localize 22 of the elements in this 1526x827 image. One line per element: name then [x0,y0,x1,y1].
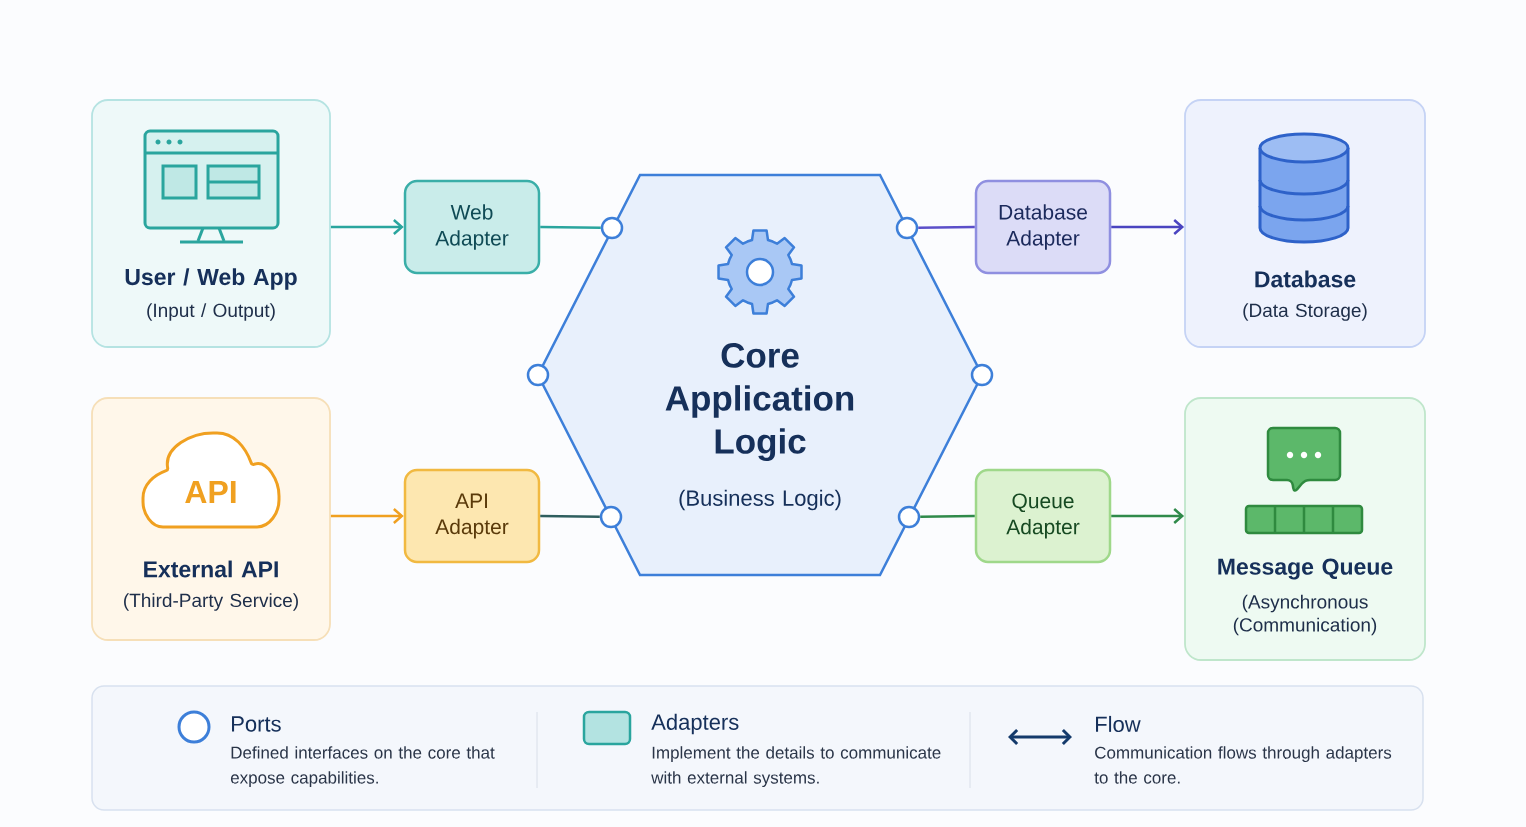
port-circle [526,363,550,387]
queue-box: Message Queue (Asynchronous (Communication) [1184,397,1426,661]
external-service-box: API External API (Third-Party Service) [91,397,331,641]
adapter-box: Web Adapter [403,179,541,275]
adapter-box: Database Adapter [974,179,1112,275]
port-circle [970,363,994,387]
legend-title: Ports [232,716,281,732]
core-hexagon: Core Application Logic (Business Logic) [536,173,984,577]
client-box: User / Web App (Input / Output) [91,99,331,348]
port-circle [600,216,624,240]
arrow [1111,508,1185,524]
adapter-box: Queue Adapter [974,468,1112,564]
arrow [330,219,404,235]
legend-title: Flow [1096,715,1141,733]
arrow [1111,219,1185,235]
legend-description: Defined interfaces on the core that expose capabilities. [230,746,495,788]
legend-description: Implement the details to communicate with external systems. [651,746,941,788]
adapter-box: API Adapter [403,468,541,564]
database-box: Database (Data Storage) [1184,99,1426,348]
legend-description: Communication flows through adapters to the core. [1094,746,1392,784]
arrow [330,508,404,524]
legend-title: Adapters [651,713,739,735]
